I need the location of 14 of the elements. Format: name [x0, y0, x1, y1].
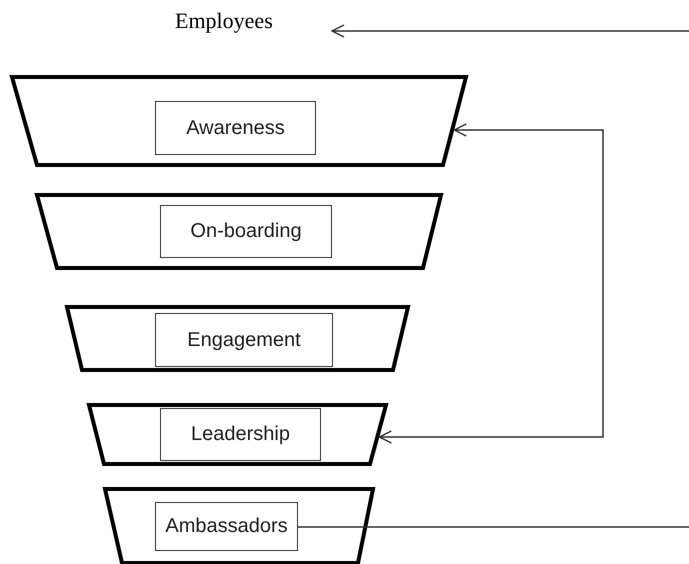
- funnel-band: [65, 305, 410, 372]
- arrow: [378, 123, 604, 444]
- connector-line: [298, 526, 689, 528]
- funnel-band: [10, 75, 468, 167]
- stage-label: On-boarding: [160, 205, 332, 258]
- funnel-band: [103, 487, 375, 564]
- stage-label: Leadership: [160, 408, 321, 461]
- stage-label: Ambassadors: [155, 502, 298, 551]
- heading-label: Employees: [175, 6, 333, 36]
- funnel-band: [35, 193, 443, 270]
- stage-label: Engagement: [155, 313, 333, 367]
- arrow: [331, 24, 689, 38]
- stage-label: Awareness: [155, 101, 316, 155]
- funnel-band: [87, 403, 388, 466]
